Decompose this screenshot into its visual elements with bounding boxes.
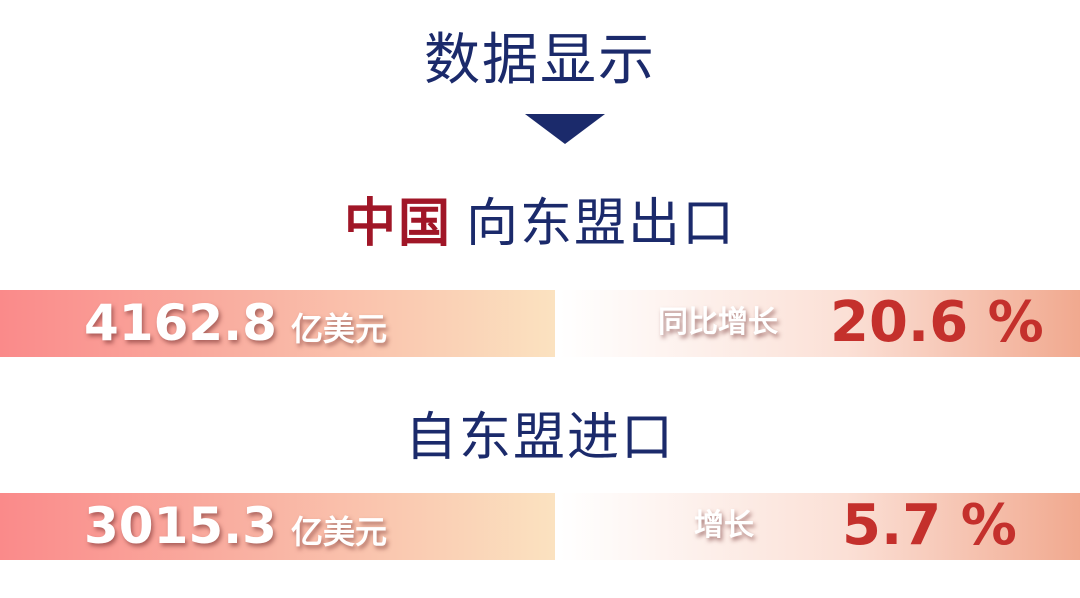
export-heading-text: 向东盟出口 [466, 194, 737, 254]
export-value-bar: 4162.8 亿美元 [0, 290, 555, 357]
export-value-number: 4162.8 [84, 294, 277, 352]
export-value: 4162.8 亿美元 [84, 293, 387, 353]
import-growth-value: 5.7 % [842, 493, 1017, 558]
import-value-bar: 3015.3 亿美元 [0, 493, 555, 560]
import-growth-label: 增长 [694, 508, 754, 543]
export-heading: 中国向东盟出口 [0, 192, 1080, 256]
down-arrow-icon [525, 114, 605, 144]
import-value-unit: 亿美元 [290, 513, 387, 551]
export-growth-label: 同比增长 [658, 305, 778, 340]
export-growth-value: 20.6 % [830, 290, 1044, 355]
page-title: 数据显示 [424, 28, 656, 93]
import-heading: 自东盟进口 [404, 408, 675, 468]
import-value: 3015.3 亿美元 [84, 496, 387, 556]
export-value-unit: 亿美元 [290, 310, 387, 348]
import-value-number: 3015.3 [84, 497, 277, 555]
country-label: 中国 [343, 194, 452, 254]
import-growth-bar: 增长 5.7 % [560, 493, 1080, 560]
export-growth-bar: 同比增长 20.6 % [560, 290, 1080, 357]
